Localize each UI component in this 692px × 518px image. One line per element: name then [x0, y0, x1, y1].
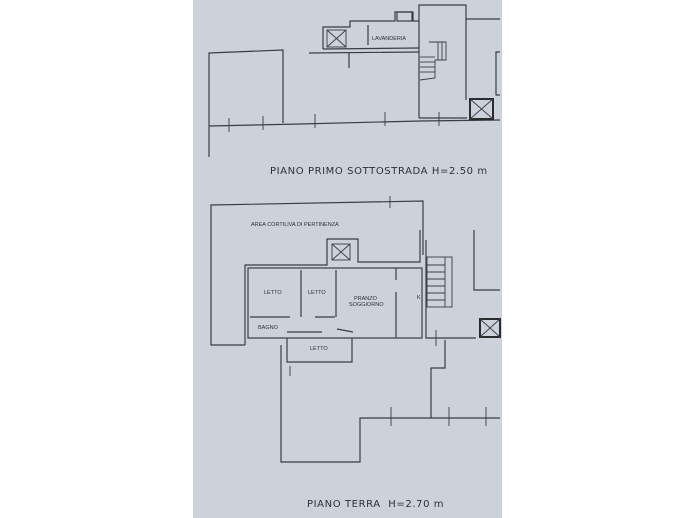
elevator-shaft-icon	[479, 318, 501, 338]
room-label-letto-2: LETTO	[308, 290, 326, 296]
stair-icon	[419, 41, 447, 81]
room-label-letto-1: LETTO	[264, 290, 282, 296]
room-label-letto-3: LETTO	[310, 346, 328, 352]
ground-floor-plan: AREA CORTILIVA DI PERTINENZA LETTO LETTO…	[210, 196, 501, 510]
stair-icon	[426, 256, 453, 308]
basement-chimney	[396, 11, 413, 22]
elevator-shaft-icon	[469, 98, 494, 120]
spiral-stair-icon	[326, 29, 347, 48]
dimension-ticks	[228, 112, 440, 132]
room-label-pranzo: PRANZO	[354, 296, 378, 302]
basement-plan: LAVANDERIA PIANO PRIMO SOTTOSTRADA H=2.5…	[208, 4, 501, 177]
room-label-lavanderia: LAVANDERIA	[372, 36, 406, 42]
spiral-stair-icon	[331, 243, 351, 261]
room-label-bagno: BAGNO	[258, 325, 279, 331]
floor-title-ground: PIANO TERRA H=2.70 m	[307, 499, 444, 510]
courtyard-label: AREA CORTILIVA DI PERTINENZA	[251, 222, 339, 228]
floor-plan-sheet	[193, 0, 502, 518]
floor-title-basement: PIANO PRIMO SOTTOSTRADA H=2.50 m	[270, 166, 488, 177]
room-label-soggiorno: SOGGIORNO	[349, 302, 384, 308]
kitchen-mark: K	[417, 295, 421, 301]
dimension-ticks	[390, 330, 487, 426]
